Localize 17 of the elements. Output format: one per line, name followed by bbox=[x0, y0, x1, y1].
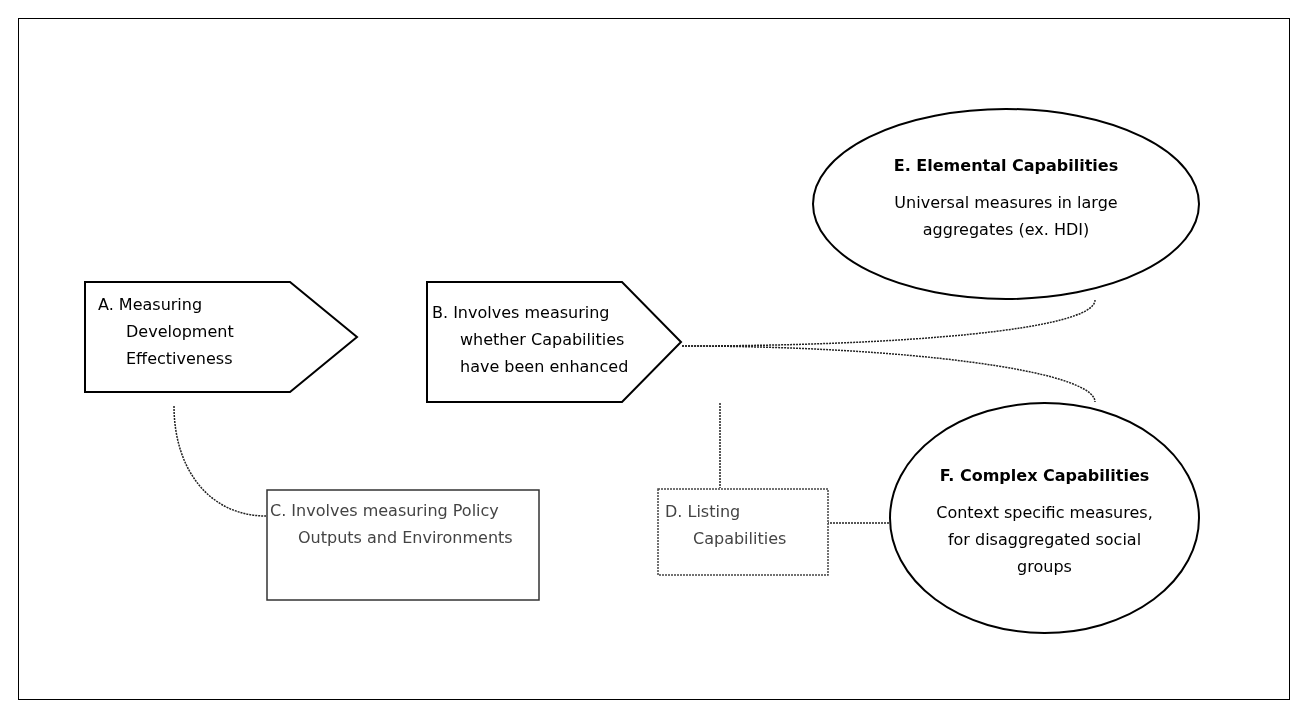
dashed-box bbox=[657, 488, 829, 576]
node-text: Universal measures in large aggregates (ex. HDI) bbox=[893, 192, 1119, 241]
connector-line bbox=[173, 405, 267, 517]
pentagon-arrow-shape bbox=[84, 281, 358, 393]
pentagon-arrow-shape bbox=[426, 281, 682, 403]
node-text: Context specific measures, for disaggregated social groups bbox=[935, 502, 1154, 578]
node-heading: F. Complex Capabilities bbox=[938, 465, 1151, 487]
node-heading: E. Elemental Capabilities bbox=[892, 155, 1120, 177]
node-text: D. Listing Capabilities bbox=[665, 501, 788, 550]
process-box bbox=[266, 489, 540, 601]
node-text: B. Involves measuring whether Capabilities have been enhanced bbox=[432, 302, 630, 378]
connector-line bbox=[681, 345, 1096, 403]
node-text: C. Involves measuring Policy Outputs and Environments bbox=[270, 500, 514, 549]
node-text: A. Measuring Development Effectiveness bbox=[98, 294, 235, 370]
connector-line bbox=[719, 402, 721, 489]
ellipse-node bbox=[812, 108, 1200, 300]
ellipse-node bbox=[889, 402, 1200, 634]
